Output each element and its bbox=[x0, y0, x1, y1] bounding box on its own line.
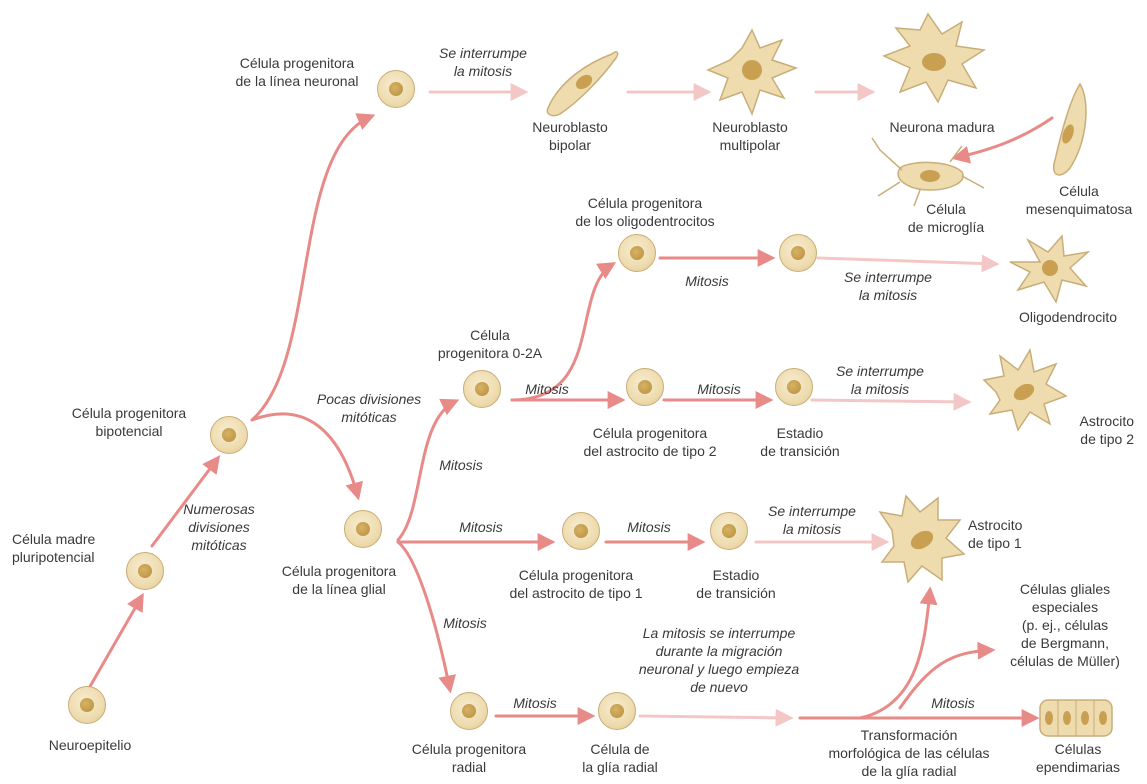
label-mitosis-astro1: Mitosis bbox=[614, 518, 684, 536]
label-astrocyte-2: Astrocito de tipo 2 bbox=[1030, 412, 1134, 448]
label-special-glia: Células gliales especiales (p. ej., célu… bbox=[990, 580, 1140, 670]
label-radial-glia: Célula de la glía radial bbox=[560, 740, 680, 776]
bipotential-cell bbox=[210, 416, 248, 454]
neuroepithelium-cell bbox=[68, 686, 106, 724]
label-mesenchymal: Célula mesenquimatosa bbox=[1014, 182, 1144, 218]
oligo-progenitor-cell bbox=[618, 234, 656, 272]
neuroblast-bipolar-shape bbox=[547, 52, 617, 116]
oligodendrocyte-shape bbox=[1010, 236, 1088, 302]
glial-progenitor-cell bbox=[344, 510, 382, 548]
label-pluripotent: Célula madre pluripotencial bbox=[12, 530, 132, 566]
label-few-divisions: Pocas divisiones mitóticas bbox=[294, 390, 444, 426]
label-microglia: Célula de microglía bbox=[896, 200, 996, 236]
astro2-progenitor-cell bbox=[626, 368, 664, 406]
label-mitosis-ependymal: Mitosis bbox=[918, 694, 988, 712]
arrow-oligo-stop bbox=[818, 258, 996, 264]
label-mitosis-oligo: Mitosis bbox=[672, 272, 742, 290]
oligo-progenitor-cell-2 bbox=[779, 234, 817, 272]
label-morph-transform: Transformación morfológica de las célula… bbox=[814, 726, 1004, 780]
label-mitosis-radial: Mitosis bbox=[500, 694, 570, 712]
label-neuroblast-multipolar: Neuroblasto multipolar bbox=[690, 118, 810, 154]
label-stop-mitosis-1: Se interrumpe la mitosis bbox=[428, 44, 538, 80]
microglia-shape bbox=[872, 138, 984, 206]
label-mitosis-glial-up: Mitosis bbox=[426, 456, 496, 474]
arrow-neuroepithelium-to-pluripotent bbox=[88, 596, 142, 690]
label-mitosis-astro2: Mitosis bbox=[684, 380, 754, 398]
label-stop-mitosis-astro1: Se interrumpe la mitosis bbox=[752, 502, 872, 538]
label-transition-1: Estadio de transición bbox=[676, 566, 796, 602]
label-mitosis-glial-right: Mitosis bbox=[446, 518, 516, 536]
label-stop-mitosis-astro2: Se interrumpe la mitosis bbox=[820, 362, 940, 398]
arrow-radialglia-to-transform bbox=[640, 716, 790, 718]
radial-glia-cell bbox=[598, 692, 636, 730]
mesenchymal-cell-shape bbox=[1054, 84, 1086, 175]
label-bipotential: Célula progenitora bipotencial bbox=[54, 404, 204, 440]
transition-1-cell bbox=[710, 512, 748, 550]
label-astrocyte-1: Astrocito de tipo 1 bbox=[968, 516, 1058, 552]
arrow-astro2-stop bbox=[812, 400, 968, 402]
label-astro1-progenitor: Célula progenitora del astrocito de tipo… bbox=[486, 566, 666, 602]
label-neuroepithelium: Neuroepitelio bbox=[30, 736, 150, 754]
radial-progenitor-cell bbox=[450, 692, 488, 730]
label-numerous-divisions: Numerosas divisiones mitóticas bbox=[164, 500, 274, 554]
label-o2a-progenitor: Célula progenitora 0-2A bbox=[420, 326, 560, 362]
arrow-bipotential-to-glial bbox=[252, 414, 358, 497]
label-mitosis-o2a: Mitosis bbox=[512, 380, 582, 398]
label-neuroblast-bipolar: Neuroblasto bipolar bbox=[515, 118, 625, 154]
mature-neuron-shape bbox=[884, 14, 984, 102]
label-glial-progenitor: Célula progenitora de la línea glial bbox=[264, 562, 414, 598]
neuroblast-multipolar-shape bbox=[708, 30, 796, 114]
label-mature-neuron: Neurona madura bbox=[872, 118, 1012, 136]
neuronal-progenitor-cell bbox=[377, 70, 415, 108]
o2a-progenitor-cell bbox=[463, 370, 501, 408]
label-astro2-progenitor: Célula progenitora del astrocito de tipo… bbox=[560, 424, 740, 460]
label-ependymal: Células ependimarias bbox=[1020, 740, 1136, 776]
label-oligodendrocyte: Oligodendrocito bbox=[996, 308, 1140, 326]
astro1-progenitor-cell bbox=[562, 512, 600, 550]
label-neuronal-progenitor: Célula progenitora de la línea neuronal bbox=[222, 54, 372, 90]
label-radial-progenitor: Célula progenitora radial bbox=[384, 740, 554, 776]
label-oligo-progenitor: Célula progenitora de los oligodentrocit… bbox=[560, 194, 730, 230]
label-stop-mitosis-oligo: Se interrumpe la mitosis bbox=[828, 268, 948, 304]
transition-2-cell bbox=[775, 368, 813, 406]
astrocyte-1-shape bbox=[880, 496, 964, 582]
arrow-bipotential-to-neuronal bbox=[252, 116, 372, 420]
label-transition-2: Estadio de transición bbox=[740, 424, 860, 460]
label-mitosis-glial-down: Mitosis bbox=[430, 614, 500, 632]
label-radial-mitosis-note: La mitosis se interrumpe durante la migr… bbox=[624, 624, 814, 696]
ependymal-cells-shape bbox=[1040, 700, 1112, 736]
